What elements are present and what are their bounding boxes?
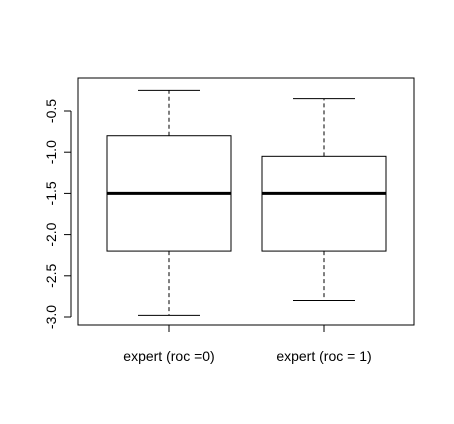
y-axis: -3.0 -2.5 -2.0 -1.5 -1.0 -0.5: [43, 99, 72, 329]
plot-frame: [77, 77, 415, 326]
y-tick-label: -2.5: [43, 264, 59, 288]
boxes: [106, 89, 387, 316]
y-tick-label: -3.0: [43, 305, 59, 329]
x-tick-label: expert (roc =0): [123, 348, 214, 364]
y-tick-label: -1.0: [43, 140, 59, 164]
y-tick-label: -0.5: [43, 99, 59, 123]
y-tick-label: -1.5: [43, 181, 59, 205]
box-iqr: [261, 155, 387, 252]
box-group: [261, 98, 387, 302]
box-group: [106, 89, 232, 316]
x-axis: expert (roc =0) expert (roc = 1): [123, 324, 372, 364]
y-tick-label: -2.0: [43, 222, 59, 246]
x-tick-label: expert (roc = 1): [276, 348, 371, 364]
